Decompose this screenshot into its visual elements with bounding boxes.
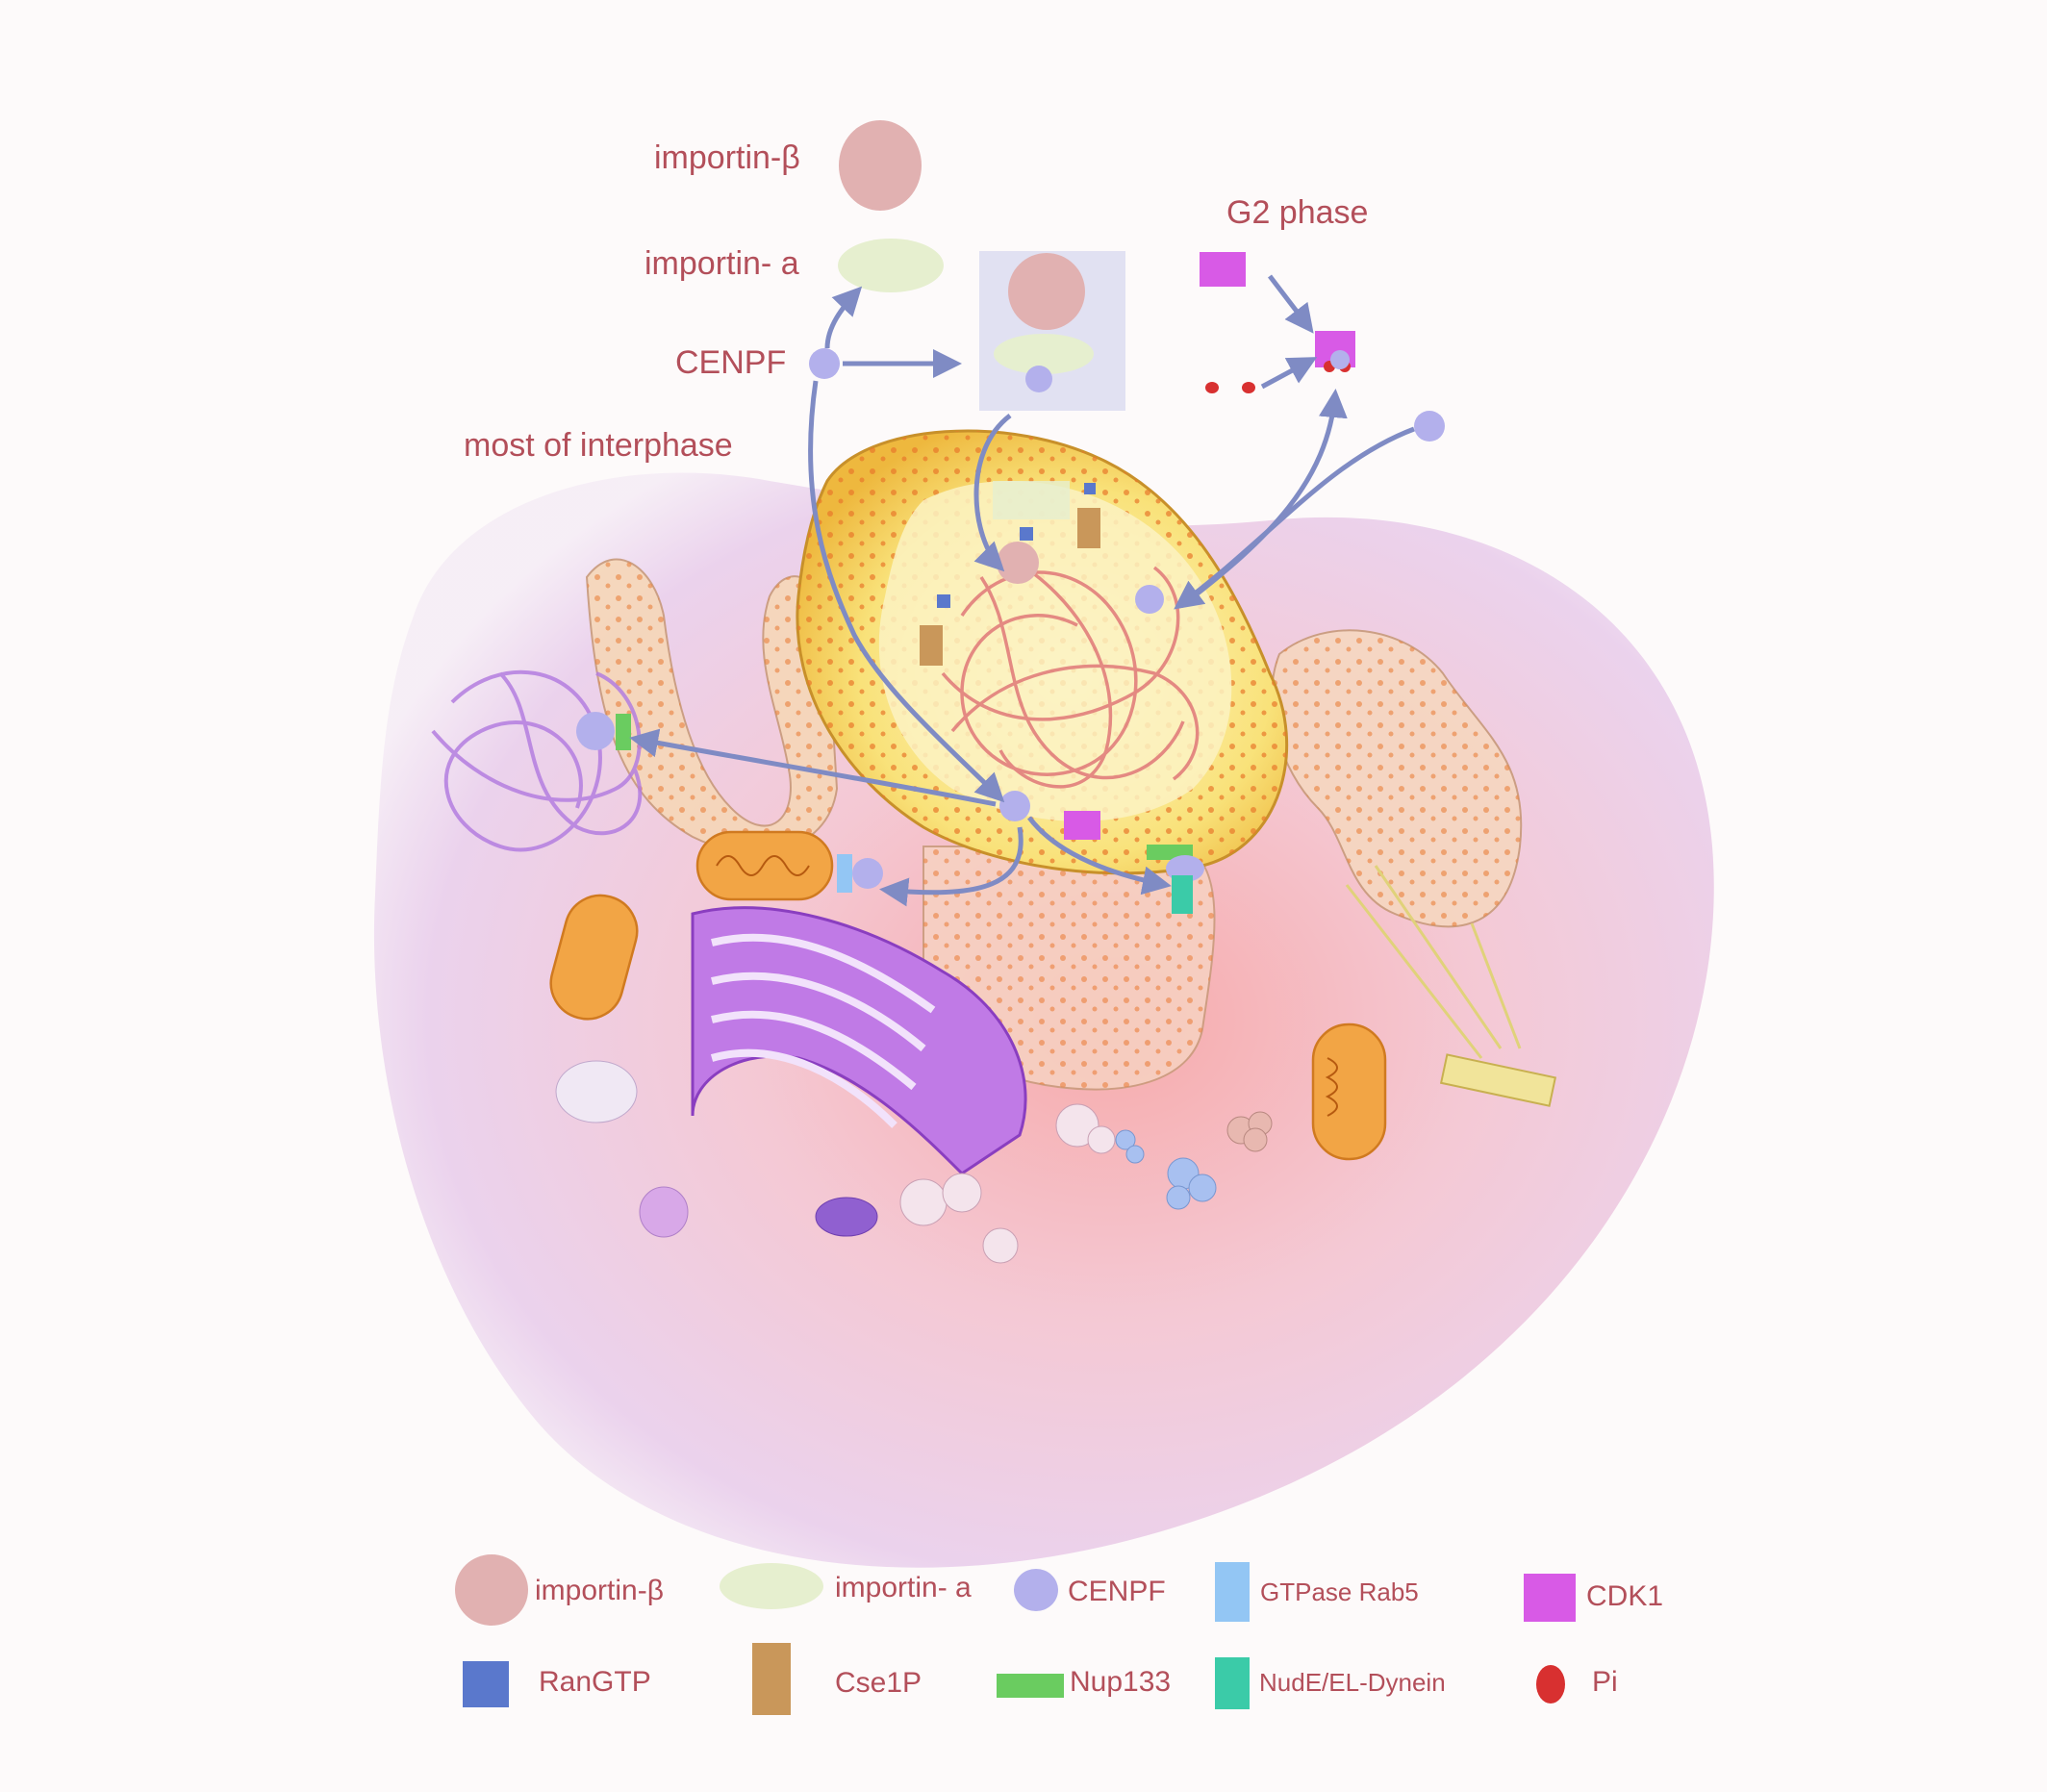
cdk1-icon <box>1200 252 1246 287</box>
legend-nup133-label: Nup133 <box>1070 1666 1171 1699</box>
legend-cse1p-label: Cse1P <box>835 1667 922 1700</box>
cenpf-icon <box>809 348 840 379</box>
legend-rangtp-swatch <box>463 1661 509 1707</box>
label-cenpf: CENPF <box>675 344 786 382</box>
importin-alpha-icon <box>838 239 944 292</box>
label-importin-alpha: importin- a <box>644 245 799 283</box>
legend-importin-alpha-swatch <box>720 1563 823 1609</box>
label-importin-beta: importin-β <box>654 139 800 177</box>
legend-pi-swatch <box>1536 1665 1565 1704</box>
legend-cse1p-swatch <box>752 1643 791 1715</box>
label-most-of-interphase: most of interphase <box>464 427 733 465</box>
label-g2-phase: G2 phase <box>1226 194 1368 232</box>
legend-importin-beta-label: importin-β <box>535 1575 664 1607</box>
legend-nup133-swatch <box>997 1674 1064 1698</box>
pi-icon-1 <box>1205 382 1219 393</box>
legend-cenpf-swatch <box>1014 1569 1058 1611</box>
legend-importin-beta-swatch <box>455 1554 528 1626</box>
legend-cenpf-label: CENPF <box>1068 1576 1166 1608</box>
legend-gtpase-rab5-label: GTPase Rab5 <box>1260 1577 1419 1607</box>
legend-nude-dynein-swatch <box>1215 1657 1250 1709</box>
importin-beta-icon <box>839 120 922 211</box>
pi-icon-2 <box>1242 382 1255 393</box>
legend-cdk1-label: CDK1 <box>1586 1580 1663 1613</box>
legend-cdk1-swatch <box>1524 1574 1576 1622</box>
legend-gtpase-rab5-swatch <box>1215 1562 1250 1622</box>
legend-importin-alpha-label: importin- a <box>835 1572 972 1604</box>
legend-nude-dynein-label: NudE/EL-Dynein <box>1259 1668 1446 1698</box>
legend-rangtp-label: RanGTP <box>539 1666 651 1699</box>
legend-pi-label: Pi <box>1592 1666 1618 1699</box>
